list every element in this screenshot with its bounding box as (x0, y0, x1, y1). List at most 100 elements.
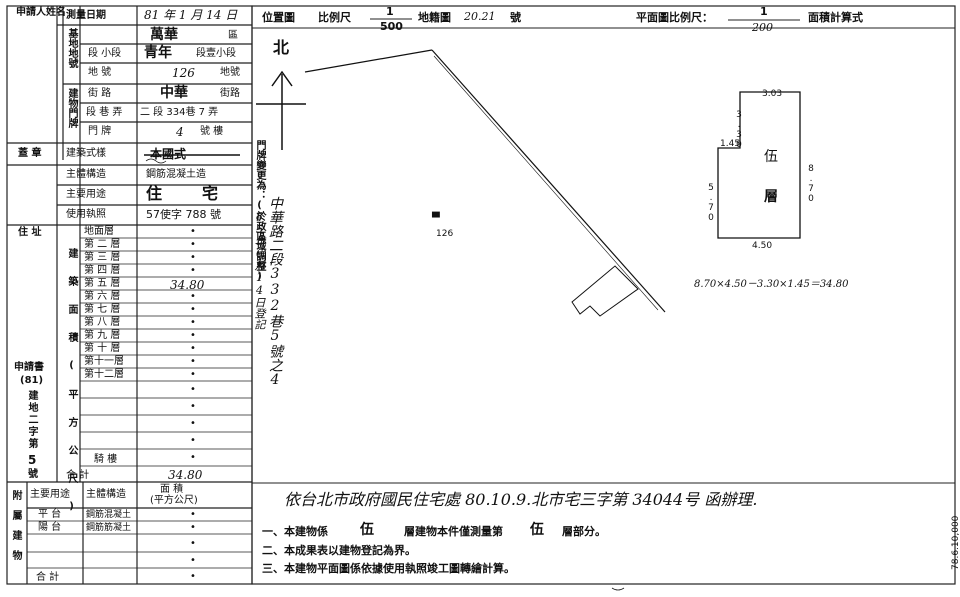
area-dot: • (190, 384, 196, 395)
dim-bottom: 4.50 (752, 241, 773, 251)
floor-label: 第 六 層 (84, 291, 121, 302)
door-value: 4 (176, 125, 184, 139)
floor-label: 第 十 層 (84, 343, 121, 354)
floor-label: 第 二 層 (84, 239, 121, 250)
address-change-date: 85年6月14日登記 (253, 210, 266, 330)
dim-right: 8.70 (806, 164, 816, 204)
note-line-1d: 伍 (530, 522, 544, 538)
balcony-label: 騎 樓 (94, 454, 118, 465)
floor-plan-outline (717, 91, 801, 239)
survey-date-label: 測量日期 (66, 10, 106, 21)
north-arrow-icon (256, 70, 306, 150)
floor-label: 第 四 層 (84, 265, 121, 276)
map-label: 地籍圖 (418, 11, 451, 24)
area-dot: • (190, 418, 196, 429)
structure-label: 主體構造 (66, 169, 106, 180)
accessory-use-label: 主要用途 (30, 489, 70, 500)
scale-label: 比例尺 (318, 11, 351, 24)
area-calc-label: 面積計算式 (808, 11, 863, 24)
accessory-structure: 鋼筋筋凝土 (86, 523, 132, 533)
accessory-area-unit: (平方公尺) (150, 495, 198, 506)
area-dot: • (190, 343, 196, 354)
lot-mark: 126 (436, 229, 454, 239)
floor-label: 第 五 層 (84, 278, 121, 289)
street-label: 街 路 (88, 88, 112, 99)
note-line-2: 二、本成果表以建物登記為界。 (262, 544, 416, 557)
address-change-note: 門牌變更為：(於政區域調整) (254, 140, 265, 282)
area-dot: • (190, 356, 196, 367)
app-no-text: 建地二字第 (26, 390, 37, 450)
area-dot: • (190, 369, 196, 380)
floor-label: 第十二層 (84, 369, 124, 380)
margin-code: 78.6.10,000 (951, 515, 960, 570)
lane-label: 段 巷 弄 (86, 107, 123, 118)
note-line-1b: 伍 (360, 522, 374, 538)
area-dot: • (190, 239, 196, 250)
area-label: 建築面積(平方公尺) (66, 248, 77, 530)
area-dot: • (190, 304, 196, 315)
area-dot: • (190, 571, 196, 582)
area-dot: • (190, 265, 196, 276)
lot-value: 126 (172, 66, 195, 80)
floor-label: 地面層 (84, 226, 114, 237)
section-value: 青年 (144, 45, 172, 61)
floor-label: 第 九 層 (84, 330, 121, 341)
area-dot: • (190, 452, 196, 463)
door-unit: 號 樓 (200, 126, 224, 137)
plan-scale-label: 平面圖比例尺： (636, 11, 713, 24)
lot-label: 地 號 (88, 67, 112, 78)
area-formula: 8.70×4.50－3.30×1.45＝34.80 (694, 279, 849, 290)
floor-label: 第 三 層 (84, 252, 121, 263)
street-value: 中華 (160, 85, 188, 101)
section-label: 段 小段 (88, 48, 122, 59)
area-dot: • (190, 555, 196, 566)
accessory-structure: 鋼筋混凝土 (86, 510, 132, 520)
section-suffix: 段壹小段 (196, 48, 236, 59)
map-value: 20.21 (464, 10, 496, 23)
usage-label: 主要用途 (66, 189, 106, 200)
lane-value: 二 段 334巷 7 弄 (140, 107, 219, 118)
applicant-label: 申請人姓名 (16, 7, 66, 18)
survey-date-value: 81 年 1 月 14 日 (144, 8, 238, 22)
dim-step-horizontal: 1.45 (720, 139, 741, 149)
address-change-handwritten: 中華路二段332巷5號之4 (267, 196, 283, 388)
residence-label: 住 址 (18, 227, 42, 238)
area-dot: • (190, 291, 196, 302)
door-label: 門 牌 (88, 126, 112, 137)
accessory-area-label: 面 積 (160, 484, 184, 495)
lot-boundary (304, 49, 666, 313)
app-no-year: (81) (20, 375, 44, 386)
usage-value: 住宅 (146, 184, 259, 203)
district-value: 萬華 (150, 27, 178, 43)
dim-step-vertical: 3.30 (734, 110, 744, 150)
plan-scale-numerator: 1 (760, 5, 768, 18)
app-no-value: 5 (28, 453, 37, 467)
area-dot: • (190, 226, 196, 237)
floor-plan-label-top: 伍 (764, 149, 778, 165)
accessory-total-label: 合 計 (36, 572, 60, 583)
district-unit: 區 (228, 30, 238, 41)
total-label: 合 計 (66, 470, 90, 481)
lot-unit: 地號 (220, 67, 240, 78)
area-dot: • (190, 252, 196, 263)
floor-label: 第 七 層 (84, 304, 121, 315)
floor-label: 第 八 層 (84, 317, 121, 328)
location-label: 位置圖 (262, 11, 295, 24)
floor-plan-label-bottom: 層 (764, 189, 778, 205)
accessory-structure-label: 主體構造 (86, 489, 126, 500)
floor-label: 第十一層 (84, 356, 124, 367)
license-value: 57使字 788 號 (146, 208, 221, 221)
fifth-floor-area: 34.80 (170, 278, 205, 292)
accessory-use: 平 台 (38, 509, 62, 520)
area-dot: • (190, 538, 196, 549)
dim-top: 3.03 (762, 89, 783, 99)
area-dot: • (190, 522, 196, 533)
dim-left: 5.70 (706, 183, 716, 223)
handwritten-note: 依台北市政府國民住宅處 80.10.9.北市宅三字第 34044号 函辦理. (284, 490, 758, 509)
note-line-1a: 一、本建物係 (262, 525, 328, 538)
building-type-label: 建築式樣 (66, 148, 106, 159)
total-value: 34.80 (168, 468, 203, 482)
license-label: 使用執照 (66, 209, 106, 220)
note-line-1c: 層建物本件僅測量第 (404, 525, 503, 538)
